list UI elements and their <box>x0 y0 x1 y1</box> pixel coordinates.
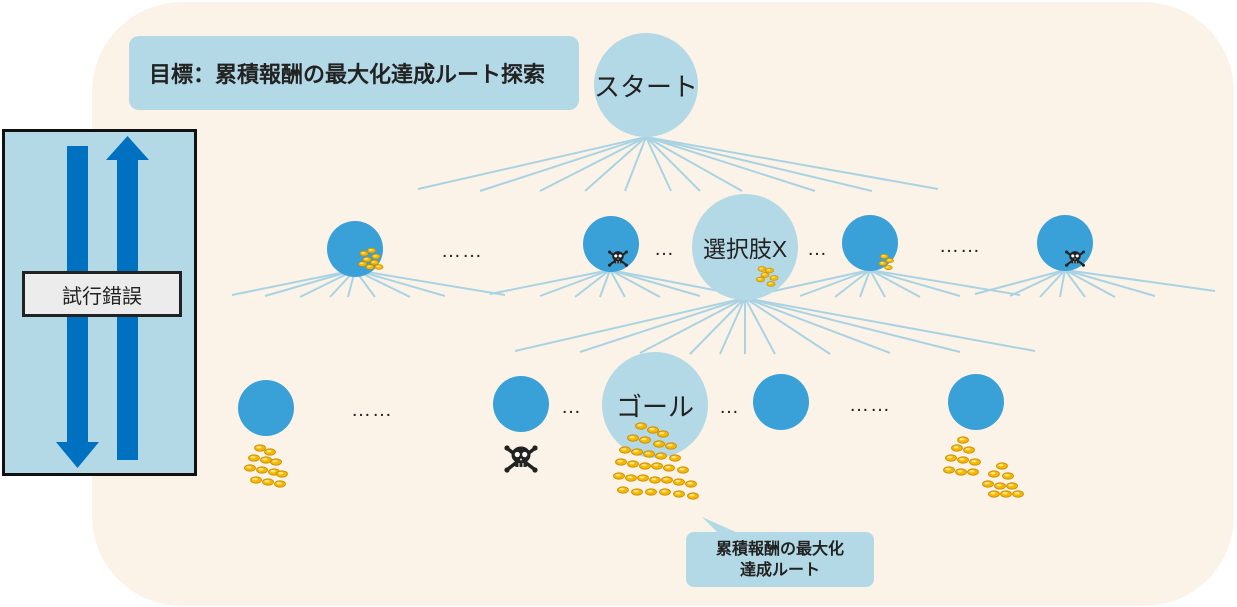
skull-crossbones-icon <box>606 249 630 268</box>
goal-title: 目標：累積報酬の最大化達成ルート探索 <box>149 62 546 87</box>
start-node-label: スタート <box>594 71 699 102</box>
ellipsis: …… <box>939 235 981 257</box>
gold-coins-icon <box>878 253 895 271</box>
gold-coins-icon <box>613 422 699 500</box>
goal-node-label: ゴール <box>615 391 694 422</box>
ellipsis: … <box>561 396 582 418</box>
ellipsis: …… <box>441 240 483 262</box>
tree-node <box>493 376 549 432</box>
tree-node <box>1037 215 1093 271</box>
goal-title-box: 目標：累積報酬の最大化達成ルート探索 <box>129 36 579 110</box>
callout-bubble <box>686 517 874 587</box>
ellipsis: … <box>654 238 675 260</box>
tree-node <box>948 374 1004 430</box>
start-node: スタート <box>594 33 698 137</box>
gold-coins-icon <box>244 444 288 488</box>
choice-x-node-label: 選択肢X <box>702 236 788 262</box>
callout-line2: 達成ルート <box>739 561 820 579</box>
ellipsis: …… <box>351 399 393 421</box>
ellipsis: …… <box>849 394 891 416</box>
trial-error-text: 試行錯誤 <box>62 285 142 308</box>
tree-node <box>753 374 809 430</box>
gold-coins-icon <box>982 462 1024 498</box>
skull-crossbones-icon <box>1063 249 1087 268</box>
tree-node <box>238 380 294 436</box>
gold-coins-icon <box>358 247 384 270</box>
callout-line1: 累積報酬の最大化 <box>715 540 844 558</box>
callout-text: 累積報酬の最大化 達成ルート <box>686 532 874 587</box>
skull-crossbones-icon <box>502 443 540 475</box>
trial-error-label: 試行錯誤 <box>22 271 182 317</box>
gold-coins-icon <box>756 266 779 287</box>
choice-x-node: 選択肢X <box>692 194 798 300</box>
ellipsis: … <box>807 238 828 260</box>
goal-node: ゴール <box>602 352 708 458</box>
gold-coins-icon <box>943 436 981 476</box>
ellipsis: … <box>719 396 740 418</box>
